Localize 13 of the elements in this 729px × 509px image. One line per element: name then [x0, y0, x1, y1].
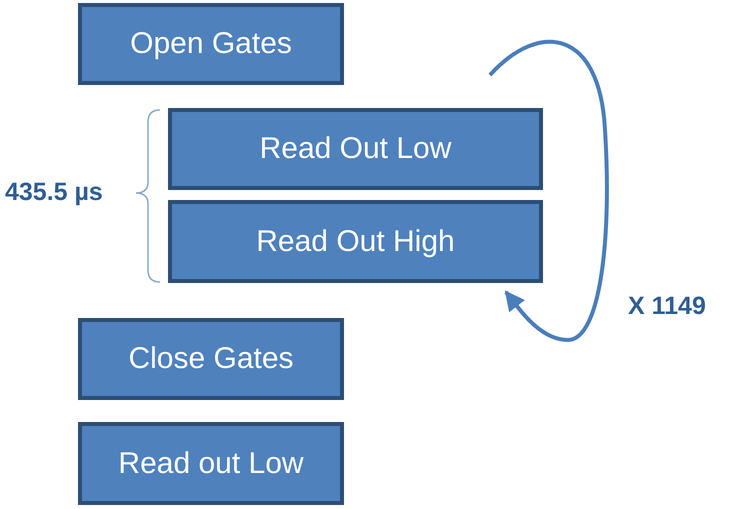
box-label: Close Gates	[128, 341, 294, 378]
process-box	[168, 200, 543, 283]
loop-arrow	[488, 40, 609, 342]
process-box	[78, 3, 344, 85]
process-box	[168, 108, 543, 190]
box-label: Read Out Low	[260, 131, 452, 168]
repeat-count: X 1149	[628, 292, 706, 321]
duration-label: 435.5 µs	[5, 178, 103, 207]
process-box	[78, 318, 344, 400]
process-box	[78, 422, 344, 505]
box-label: Read out Low	[118, 446, 304, 482]
box-label: Read Out High	[256, 224, 455, 260]
box-label: Open Gates	[130, 26, 292, 62]
